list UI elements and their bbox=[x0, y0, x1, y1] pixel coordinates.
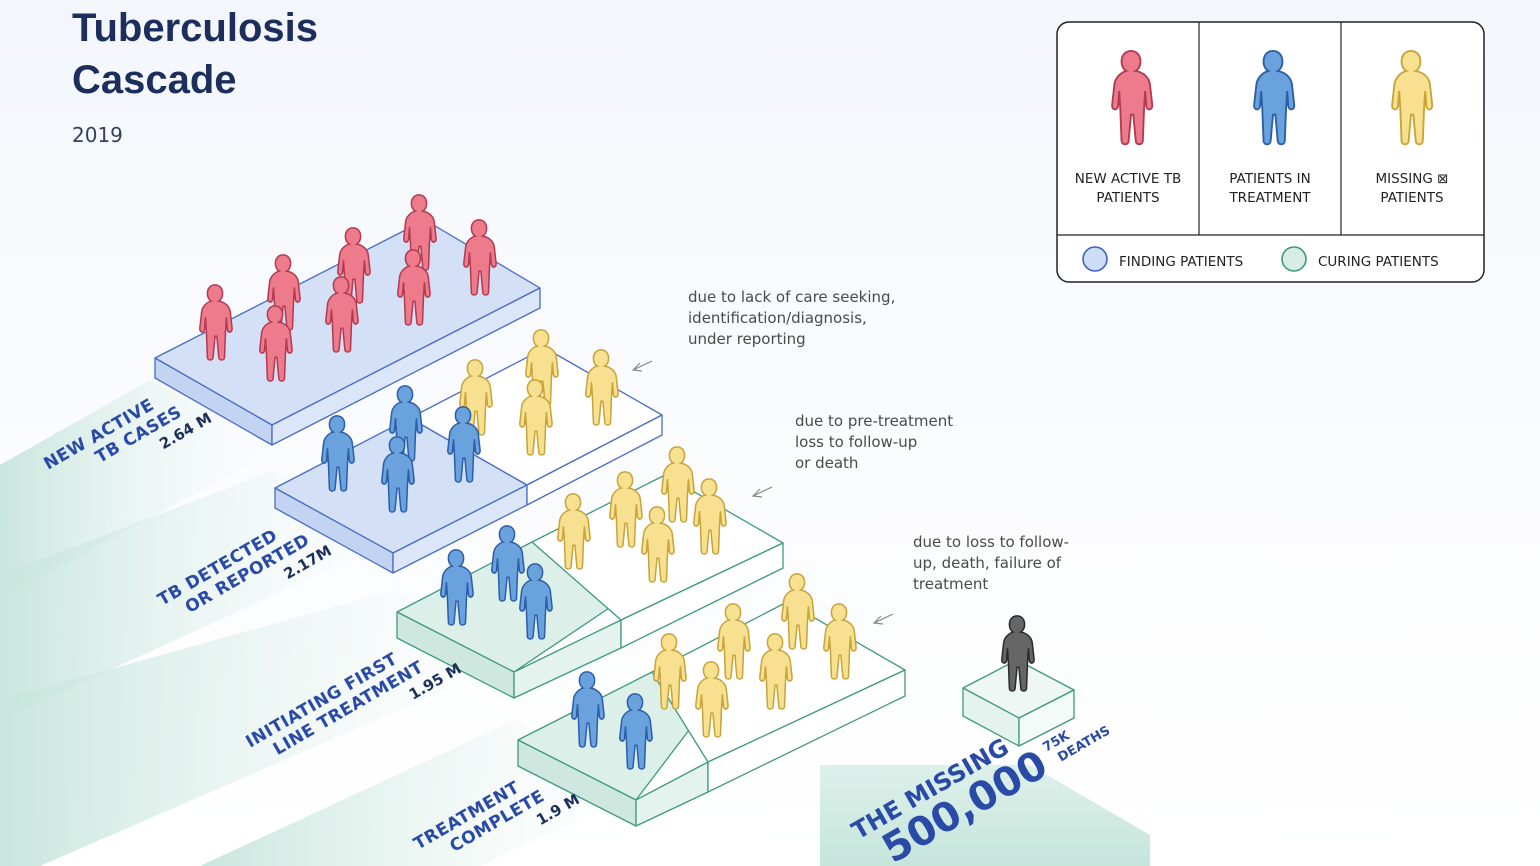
svg-text:CURING PATIENTS: CURING PATIENTS bbox=[1318, 254, 1439, 270]
platform-deaths bbox=[962, 659, 1075, 747]
curing-swatch-icon bbox=[1281, 246, 1307, 272]
annotations: due to lack of care seeking,identificati… bbox=[631, 288, 1069, 625]
legend-new-active: NEW ACTIVE TB PATIENTS bbox=[1075, 49, 1181, 206]
svg-text:NEW ACTIVE TB: NEW ACTIVE TB bbox=[1075, 171, 1181, 187]
note-arrow-icon bbox=[872, 613, 894, 625]
svg-text:FINDING PATIENTS: FINDING PATIENTS bbox=[1119, 254, 1243, 270]
year-label: 2019 bbox=[72, 123, 123, 147]
svg-text:PATIENTS: PATIENTS bbox=[1380, 190, 1443, 206]
note-arrow-icon bbox=[631, 360, 653, 372]
svg-text:PATIENTS: PATIENTS bbox=[1096, 190, 1159, 206]
note-stage1: due to lack of care seeking,identificati… bbox=[631, 288, 895, 372]
legend: NEW ACTIVE TB PATIENTS PATIENTS IN TREAT… bbox=[1056, 21, 1485, 283]
svg-text:PATIENTS IN: PATIENTS IN bbox=[1229, 171, 1311, 187]
band-initiating bbox=[0, 590, 515, 866]
svg-text:MISSING ⊠: MISSING ⊠ bbox=[1376, 171, 1449, 187]
note-arrow-icon bbox=[751, 486, 773, 498]
note-stage3: due to loss to follow-up, death, failure… bbox=[872, 533, 1069, 625]
legend-missing: MISSING ⊠ PATIENTS bbox=[1376, 49, 1449, 206]
svg-text:due to lack of care seeking,id: due to lack of care seeking,identificati… bbox=[688, 288, 895, 348]
legend-curing: CURING PATIENTS bbox=[1281, 246, 1439, 272]
svg-text:due to loss to follow-up, deat: due to loss to follow-up, death, failure… bbox=[913, 533, 1069, 593]
band-detected bbox=[0, 470, 395, 720]
svg-text:TREATMENT: TREATMENT bbox=[1228, 190, 1311, 206]
missing-arrow bbox=[820, 765, 1150, 866]
page-title-line2: Cascade bbox=[72, 58, 237, 102]
page-title-line1: Tuberculosis bbox=[72, 6, 318, 50]
legend-finding: FINDING PATIENTS bbox=[1082, 246, 1243, 272]
legend-in-treatment: PATIENTS IN TREATMENT bbox=[1228, 49, 1311, 206]
band-new-cases bbox=[0, 380, 275, 600]
finding-swatch-icon bbox=[1082, 246, 1108, 272]
